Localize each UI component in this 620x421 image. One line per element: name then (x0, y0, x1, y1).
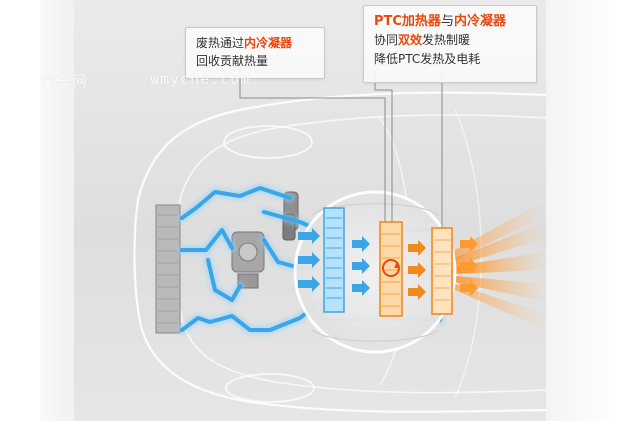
car-outline (133, 91, 546, 413)
callout-heat-recovery: 废热通过内冷凝器 回收贡献热量 (185, 27, 325, 79)
air-intake-arrows (298, 228, 370, 296)
page-margin-right (546, 0, 620, 421)
callout-highlight: 内冷凝器 (244, 36, 293, 50)
callout-highlight-condenser: 内冷凝器 (453, 14, 506, 29)
hvac-zoom (293, 190, 478, 354)
callout-dual-heating-line3: 降低PTC发热及电耗 (374, 52, 481, 66)
watermark-url: wmyche.com (150, 70, 251, 88)
callout-text: 与 (440, 14, 454, 29)
inner-condenser (379, 221, 403, 317)
callout-highlight-ptc: PTC加热器 (374, 14, 441, 29)
page-margin-left (40, 0, 74, 421)
evaporator (323, 207, 345, 313)
car-heating-diagram (133, 68, 546, 413)
callout-text: 协同 (374, 33, 399, 47)
warm-air-flow (455, 200, 546, 330)
diagram-panel: 废热通过内冷凝器 回收贡献热量 PTC加热器与内冷凝器 协同双效发热制暖 降低P… (74, 0, 546, 421)
callout-heat-recovery-line1: 废热通过内冷凝器 (196, 34, 314, 52)
callout-heat-recovery-line2: 回收贡献热量 (196, 54, 269, 68)
ptc-heater (431, 227, 453, 315)
callout-dual-heating-line1: PTC加热器与内冷凝器 (374, 12, 526, 31)
callout-text: 废热通过 (196, 36, 245, 50)
watermark-site-name: 汽车网 (40, 72, 89, 90)
compressor (231, 231, 265, 289)
warm-output-arrows (460, 236, 478, 296)
mid-arrows (408, 240, 426, 300)
radiator (155, 204, 181, 334)
callout-dual-heating: PTC加热器与内冷凝器 协同双效发热制暖 降低PTC发热及电耗 (363, 5, 537, 83)
callout-dual-heating-line2: 协同双效发热制暖 (374, 31, 526, 50)
callout-highlight-dual: 双效 (398, 33, 423, 47)
callout-text: 发热制暖 (422, 33, 471, 47)
